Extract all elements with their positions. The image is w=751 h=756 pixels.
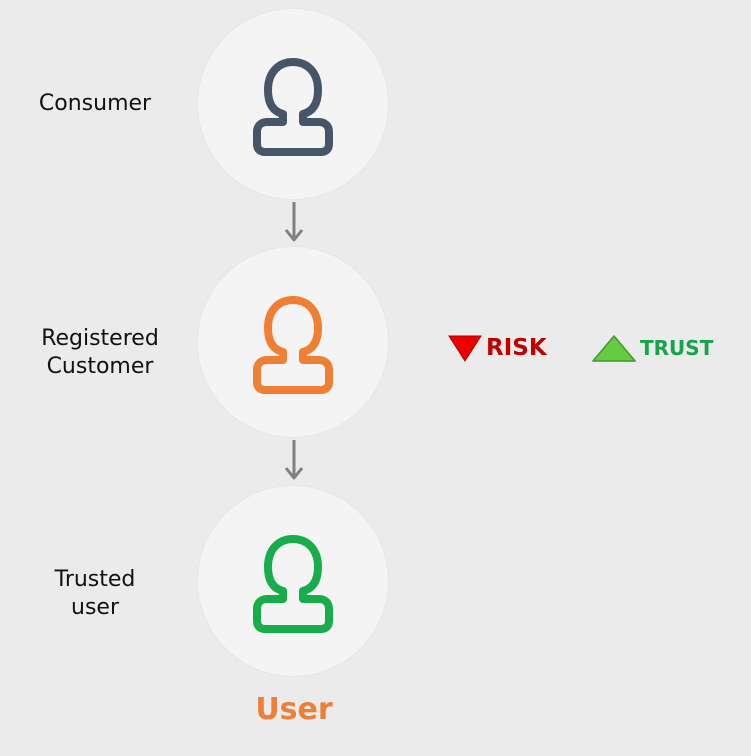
risk-label: RISK — [486, 335, 547, 361]
footer-title: User — [255, 692, 333, 727]
legend-trust: TRUST — [592, 334, 713, 362]
up-triangle-icon — [592, 334, 636, 362]
stage-circle-trusted-user — [198, 486, 388, 676]
stage-circle-consumer — [198, 9, 388, 199]
down-triangle-icon — [448, 335, 482, 362]
stage-label-registered-customer: Registered Customer — [41, 326, 159, 379]
arrow-down-icon — [284, 202, 304, 242]
stage-circle-registered-customer — [198, 247, 388, 437]
trust-label: TRUST — [640, 336, 714, 360]
user-icon — [253, 296, 333, 394]
user-icon — [253, 535, 333, 633]
user-icon — [253, 58, 333, 156]
stage-label-trusted-user: Trusted user — [54, 567, 136, 620]
arrow-down-icon — [284, 440, 304, 480]
legend-risk: RISK — [448, 334, 547, 362]
stage-label-consumer: Consumer — [38, 91, 152, 116]
